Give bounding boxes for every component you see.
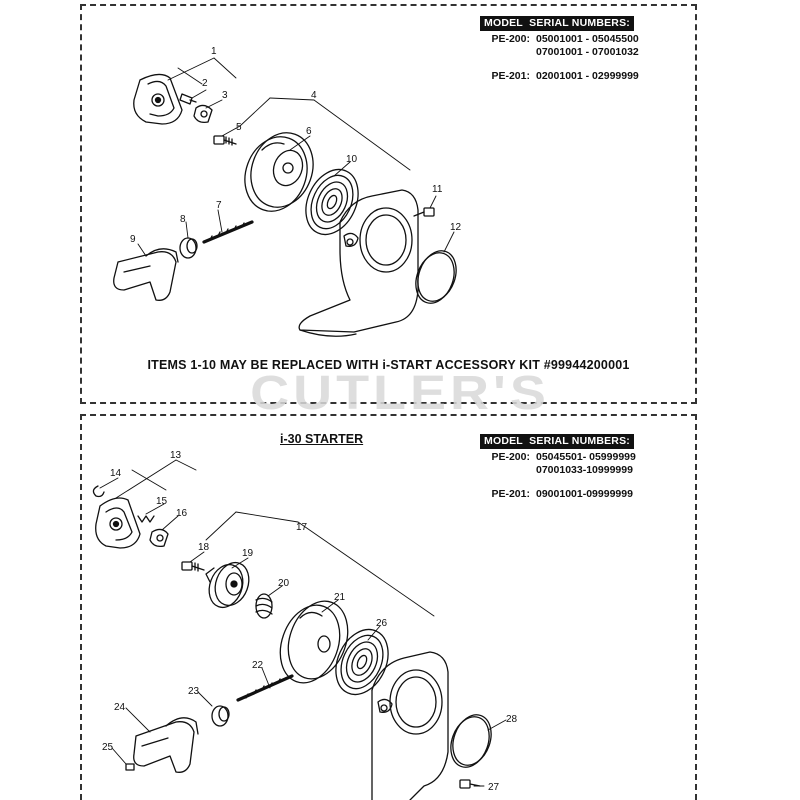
coil-spring-part bbox=[255, 593, 273, 619]
starter-handle-part bbox=[113, 248, 179, 301]
bolt-part bbox=[459, 779, 481, 789]
model-label: PE-200: bbox=[491, 33, 530, 45]
hub-part bbox=[205, 561, 250, 609]
starter-housing-part bbox=[298, 189, 419, 337]
callout-11: 11 bbox=[432, 184, 443, 195]
serial-range: 05001001 - 05045500 bbox=[536, 33, 639, 45]
callout-20: 20 bbox=[278, 578, 290, 589]
pin-part bbox=[125, 763, 135, 771]
callout-leaders bbox=[99, 459, 507, 787]
model-label: PE-201: bbox=[491, 70, 530, 82]
callout-labels: 1 2 3 4 5 6 7 8 9 10 11 12 13 14 15 16 1… bbox=[102, 46, 518, 793]
cam-part bbox=[149, 528, 169, 548]
rope-guide-part bbox=[211, 705, 230, 727]
drum-part bbox=[279, 600, 349, 684]
top-diagram-panel bbox=[80, 4, 697, 404]
cover-plate-part bbox=[415, 250, 457, 304]
callout-24: 24 bbox=[114, 702, 126, 713]
callout-14: 14 bbox=[110, 468, 122, 479]
bottom-header-serial: SERIAL NUMBERS: bbox=[529, 435, 630, 447]
rope-guide-part bbox=[179, 237, 198, 259]
callout-6: 6 bbox=[306, 126, 312, 137]
cam-part bbox=[193, 104, 213, 124]
pulley-part bbox=[244, 132, 314, 212]
callout-8: 8 bbox=[180, 214, 186, 225]
top-header-model: MODEL bbox=[484, 17, 523, 29]
accessory-kit-note: ITEMS 1-10 MAY BE REPLACED WITH i-START … bbox=[147, 358, 630, 372]
callout-28: 28 bbox=[506, 714, 518, 725]
starter-rope-part bbox=[202, 220, 254, 244]
pawl-part bbox=[95, 497, 141, 549]
clip-part bbox=[92, 485, 105, 498]
callout-12: 12 bbox=[450, 222, 462, 233]
callout-7: 7 bbox=[216, 200, 222, 211]
bottom-row-pe201: PE-201: 09001001-09999999 bbox=[480, 488, 636, 501]
callout-17: 17 bbox=[296, 522, 308, 533]
callout-13: 13 bbox=[170, 450, 182, 461]
callout-22: 22 bbox=[252, 660, 264, 671]
bolt-part bbox=[413, 207, 435, 217]
callout-19: 19 bbox=[242, 548, 254, 559]
spring-part bbox=[137, 515, 155, 523]
bottom-diagram-panel bbox=[80, 414, 697, 800]
callout-26: 26 bbox=[376, 618, 388, 629]
recoil-spring-part bbox=[335, 628, 389, 696]
serial-range: 02001001 - 02999999 bbox=[536, 70, 639, 82]
callout-9: 9 bbox=[130, 234, 136, 245]
callout-10: 10 bbox=[346, 154, 358, 165]
starter-handle-part bbox=[133, 717, 199, 773]
model-label: PE-201: bbox=[491, 488, 530, 500]
callout-2: 2 bbox=[202, 78, 208, 89]
starter-rope-part bbox=[236, 674, 294, 702]
pawl-part bbox=[133, 73, 183, 125]
callout-16: 16 bbox=[176, 508, 188, 519]
top-header-serial: SERIAL NUMBERS: bbox=[529, 17, 630, 29]
callout-4: 4 bbox=[311, 90, 317, 101]
serial-range: 09001001-09999999 bbox=[536, 488, 633, 500]
bolt-part bbox=[181, 561, 205, 572]
starter-housing-part bbox=[371, 651, 449, 800]
cover-plate-part bbox=[450, 714, 492, 768]
callout-25: 25 bbox=[102, 742, 114, 753]
model-label: PE-200: bbox=[491, 451, 530, 463]
top-serial-table: MODEL SERIAL NUMBERS: PE-200: 05001001 -… bbox=[480, 16, 639, 83]
callout-21: 21 bbox=[334, 592, 346, 603]
serial-range: 05045501- 05999999 bbox=[536, 451, 636, 463]
callout-27: 27 bbox=[488, 782, 500, 793]
callout-1: 1 bbox=[211, 46, 217, 57]
starter-title: i-30 STARTER bbox=[280, 432, 364, 446]
bottom-serial-table: MODEL SERIAL NUMBERS: PE-200: 05045501- … bbox=[480, 434, 636, 501]
bolt-part bbox=[213, 135, 237, 146]
serial-range: 07001001 - 07001032 bbox=[536, 46, 639, 58]
screw-part bbox=[179, 93, 197, 105]
callout-5: 5 bbox=[236, 122, 242, 133]
callout-3: 3 bbox=[222, 90, 228, 101]
callout-23: 23 bbox=[188, 686, 200, 697]
recoil-spring-part bbox=[305, 168, 359, 236]
top-row-pe201: PE-201: 02001001 - 02999999 bbox=[480, 70, 639, 83]
callout-leaders bbox=[137, 57, 455, 257]
callout-18: 18 bbox=[198, 542, 210, 553]
bottom-header-model: MODEL bbox=[484, 435, 523, 447]
callout-15: 15 bbox=[156, 496, 168, 507]
serial-range: 07001033-10999999 bbox=[536, 464, 633, 476]
